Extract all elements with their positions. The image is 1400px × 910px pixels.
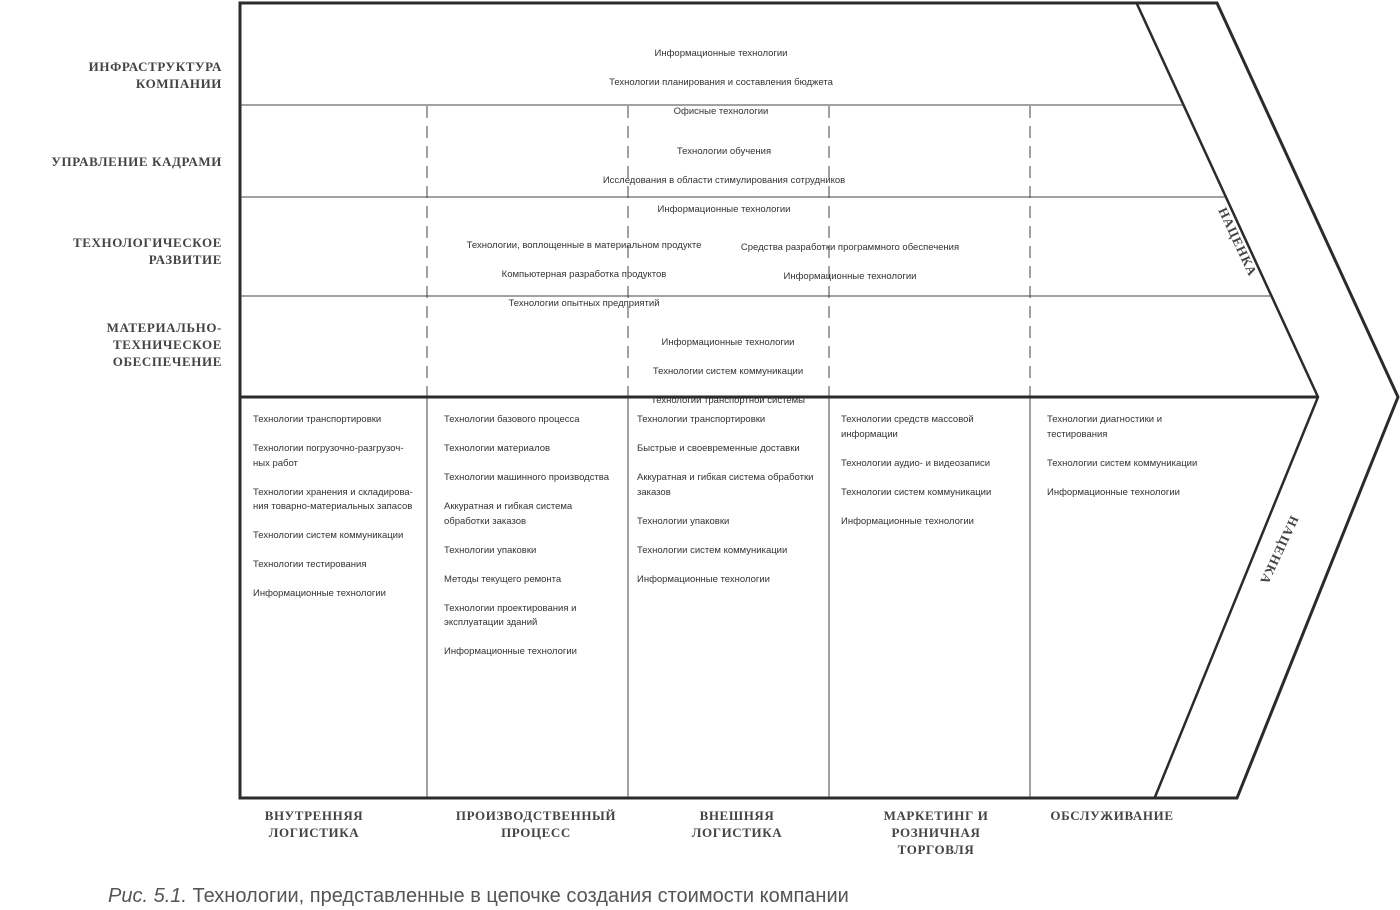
margin-inner-line: [1135, 3, 1320, 798]
technology-line: Технологии транспортной системы: [650, 394, 805, 406]
technology-item: Технологии упаковки: [444, 544, 537, 556]
primary-label-operations: ПРОИЗВОДСТВЕННЫЙ ПРОЦЕСС: [455, 808, 617, 840]
technology-line: Информационные технологии: [654, 47, 788, 59]
technology-line: Технологии планирования и составления бю…: [609, 76, 833, 88]
primary-inbound-logistics-technologies: Технологии транспортировки Технологии по…: [253, 413, 423, 616]
support-tech-development-software: Средства разработки программного обеспеч…: [730, 226, 970, 299]
technology-line: Средства разработки программного обеспеч…: [740, 241, 960, 253]
primary-label-inbound-logistics: ВНУТРЕННЯЯ ЛОГИСТИКА: [264, 808, 364, 840]
primary-label-service: ОБСЛУЖИВАНИЕ: [1050, 808, 1174, 823]
technology-line: Информационные технологии: [661, 336, 795, 348]
support-label-hr: УПРАВЛЕНИЕ КАДРАМИ: [51, 154, 222, 169]
technology-item: Технологии машинного производства: [444, 472, 610, 483]
technology-item: Аккуратная и гибкая система обработки за…: [444, 501, 573, 527]
technology-line: Технологии систем коммуникации: [652, 365, 804, 377]
technology-line: Технологии, воплощенные в материальном п…: [466, 239, 702, 251]
technology-item: Технологии базового процесса: [444, 414, 580, 425]
technology-item: Быстрые и своевременные доставки: [637, 443, 800, 454]
support-tech-development-product: Технологии, воплощенные в материальном п…: [444, 224, 724, 326]
technology-item: Технологии систем коммуникации: [1047, 457, 1198, 469]
technology-item: Технологии транспортировки: [637, 414, 766, 425]
technology-item: Технологии аудио- и видеозаписи: [841, 457, 991, 469]
primary-label-outbound-logistics: ВНЕШНЯЯ ЛОГИСТИКА: [691, 808, 783, 840]
technology-item: Технологии хранения и складирова- ния то…: [253, 486, 413, 513]
technology-item: Информационные технологии: [253, 588, 386, 599]
technology-item: Технологии систем коммуникации: [253, 530, 404, 541]
technology-line: Информационные технологии: [783, 270, 917, 282]
technology-item: Информационные технологии: [1047, 486, 1180, 498]
primary-marketing-sales-technologies: Технологии средств массовой информации Т…: [841, 413, 1021, 544]
technology-item: Технологии систем коммуникации: [637, 544, 788, 556]
technology-item: Технологии упаковки: [637, 515, 730, 527]
technology-item: Технологии средств массовой информации: [841, 414, 974, 440]
technology-line: Компьютерная разработка продуктов: [501, 268, 667, 280]
technology-item: Информационные технологии: [841, 515, 974, 527]
technology-line: Технологии опытных предприятий: [508, 297, 660, 309]
figure-caption-text: Технологии, представленные в цепочке соз…: [186, 885, 849, 907]
support-label-infrastructure: ИНФРАСТРУКТУРА КОМПАНИИ: [88, 59, 222, 91]
technology-item: Технологии проектирования и эксплуатации…: [444, 602, 577, 629]
figure-caption: Рис. 5.1. Технологии, представленные в ц…: [108, 885, 849, 908]
primary-column-dividers: [426, 398, 1031, 797]
technology-line: Технологии обучения: [676, 145, 772, 157]
primary-outbound-logistics-technologies: Технологии транспортировки Быстрые и сво…: [637, 413, 825, 602]
figure-reference: Рис. 5.1.: [108, 885, 187, 907]
support-procurement-technologies: Информационные технологии Технологии сис…: [608, 321, 848, 423]
technology-line: Информационные технологии: [657, 203, 791, 215]
technology-item: Технологии диагностики и тестирования: [1047, 414, 1163, 440]
primary-service-technologies: Технологии диагностики и тестирования Те…: [1047, 413, 1217, 515]
support-dashed-guides: [426, 106, 1031, 396]
technology-item: Технологии материалов: [444, 443, 551, 454]
chain-outer-frame: [238, 1, 1400, 800]
technology-item: Информационные технологии: [637, 573, 770, 585]
technology-item: Технологии тестирования: [253, 559, 367, 570]
technology-item: Информационные технологии: [444, 646, 577, 657]
technology-item: Технологии систем коммуникации: [841, 486, 992, 498]
support-hr-technologies: Технологии обучения Исследования в облас…: [524, 130, 924, 232]
technology-item: Аккуратная и гибкая система обработки за…: [637, 472, 814, 498]
technology-item: Методы текущего ремонта: [444, 573, 562, 585]
technology-item: Технологии транспортировки: [253, 414, 382, 425]
primary-operations-technologies: Технологии базового процесса Технологии …: [444, 413, 624, 674]
primary-label-marketing-sales: МАРКЕТИНГ И РОЗНИЧНАЯ ТОРГОВЛЯ: [883, 808, 989, 857]
technology-line: Офисные технологии: [673, 105, 769, 117]
support-label-tech-development: ТЕХНОЛОГИЧЕСКОЕ РАЗВИТИЕ: [73, 235, 222, 267]
support-label-procurement: МАТЕРИАЛЬНО-ТЕХНИЧЕСКОЕ ОБЕСПЕЧЕНИЕ: [106, 320, 222, 369]
technology-line: Исследования в области стимулирования со…: [602, 174, 846, 186]
support-infrastructure-technologies: Информационные технологии Технологии пла…: [521, 32, 921, 134]
technology-item: Технологии погрузочно-разгрузоч- ных раб…: [253, 443, 404, 469]
